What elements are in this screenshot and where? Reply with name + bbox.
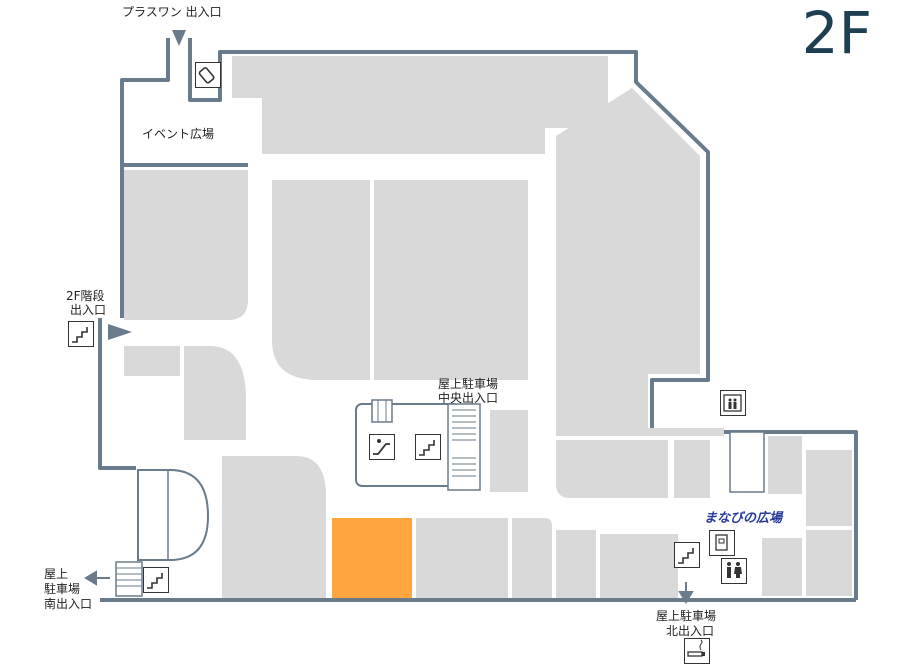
shop-bottom-5 (600, 534, 678, 598)
label-roof-north-line2: 北出入口 (666, 624, 714, 638)
shop-left-upper (124, 170, 248, 320)
label-roof-center-line2: 中央出入口 (438, 390, 498, 405)
shop-bottom-3 (512, 518, 552, 598)
north-entrance-arrow-icon (678, 582, 694, 604)
nursing-room-icon[interactable] (195, 62, 221, 88)
elevator-icon[interactable] (720, 390, 746, 416)
label-roof-north-line1: 屋上駐車場 (656, 608, 716, 623)
stairs-icon[interactable] (68, 321, 94, 347)
shop-right-lower (556, 440, 668, 498)
center-stair-core (355, 399, 481, 491)
label-manabi-plaza: まなびの広場 (704, 510, 784, 526)
escalator-icon[interactable] (369, 434, 395, 460)
smoking-room-icon[interactable] (684, 638, 710, 664)
shop-top (232, 56, 608, 154)
south-entrance-arrow-icon (84, 570, 110, 586)
shop-bottom-4 (556, 530, 596, 598)
shop-center-left (272, 180, 370, 380)
shop-bottom-2 (416, 518, 508, 598)
shop-lower-left (222, 456, 326, 598)
elevator-hall (729, 431, 765, 493)
label-roof-south-line3: 南出入口 (44, 596, 92, 611)
shop-right-wing-a (768, 436, 802, 494)
locker-icon[interactable] (709, 530, 735, 556)
shop-right-wing-d (762, 538, 802, 596)
stairs-icon[interactable] (143, 567, 169, 593)
label-stairs-2f-line1: 2F階段 (66, 288, 105, 303)
stairs-icon[interactable] (415, 434, 441, 460)
shop-left-b (184, 346, 246, 440)
shop-center-small (490, 410, 528, 492)
south-stair (115, 469, 210, 597)
shop-blocks (124, 56, 852, 598)
shop-right-upper (556, 88, 724, 436)
stairs-2f-entrance-arrow-icon (108, 324, 132, 340)
restroom-icon[interactable] (721, 558, 747, 584)
shop-center-right (374, 180, 528, 380)
label-roof-south-line1: 屋上 (44, 567, 68, 581)
shop-right-small (674, 440, 710, 498)
shop-right-wing-c (806, 530, 852, 596)
label-event-hall: イベント広場 (142, 127, 214, 141)
highlighted-shop[interactable] (332, 518, 412, 598)
label-plaswan-entrance: プラスワン 出入口 (122, 5, 222, 19)
shop-right-wing-b (806, 450, 852, 526)
label-roof-center-line1: 屋上駐車場 (438, 376, 498, 391)
floor-indicator: 2F (801, 0, 872, 67)
plaswan-entrance-arrow-icon (172, 30, 186, 46)
label-stairs-2f-line2: 出入口 (70, 303, 106, 317)
label-roof-south-line2: 駐車場 (44, 581, 80, 596)
stairs-icon[interactable] (674, 542, 700, 568)
shop-left-a (124, 346, 180, 376)
